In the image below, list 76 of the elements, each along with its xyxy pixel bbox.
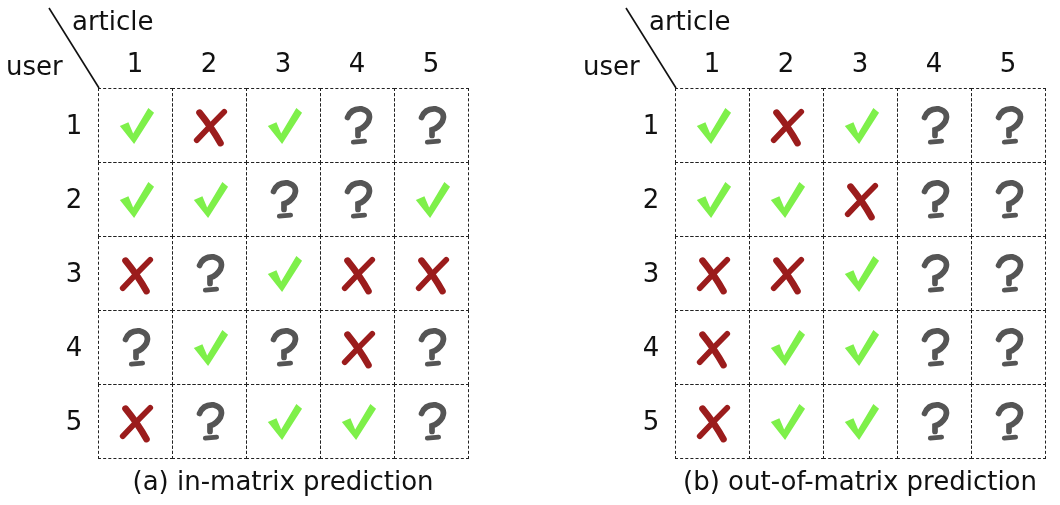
row-number: 2 [65, 186, 83, 212]
table-cell [246, 310, 321, 385]
column-number: 2 [777, 50, 795, 76]
column-number: 1 [703, 50, 721, 76]
panel-caption: (a) in-matrix prediction [132, 468, 434, 494]
table-cell [749, 310, 824, 385]
row-number: 3 [65, 260, 83, 286]
axis-title: user [583, 53, 640, 79]
table-cell [172, 310, 247, 385]
table-cell [971, 88, 1046, 163]
row-number: 5 [65, 408, 83, 434]
table-cell [749, 236, 824, 311]
column-number: 5 [422, 50, 440, 76]
column-number: 4 [348, 50, 366, 76]
table-cell [246, 162, 321, 237]
table-cell [897, 384, 972, 459]
table-cell [320, 236, 395, 311]
table-cell [98, 384, 173, 459]
table-cell [823, 162, 898, 237]
table-cell [675, 88, 750, 163]
table-cell [320, 310, 395, 385]
column-number: 2 [200, 50, 218, 76]
table-cell [172, 384, 247, 459]
row-number: 4 [65, 334, 83, 360]
table-cell [394, 236, 469, 311]
table-cell [971, 310, 1046, 385]
table-cell [320, 384, 395, 459]
table-cell [98, 310, 173, 385]
table-cell [98, 236, 173, 311]
table-cell [394, 88, 469, 163]
table-cell [394, 310, 469, 385]
table-cell [172, 236, 247, 311]
table-cell [823, 88, 898, 163]
table-cell [172, 88, 247, 163]
row-number: 4 [642, 334, 660, 360]
table-cell [394, 384, 469, 459]
table-cell [246, 236, 321, 311]
table-cell [823, 236, 898, 311]
column-number: 3 [274, 50, 292, 76]
table-cell [897, 88, 972, 163]
table-cell [823, 384, 898, 459]
column-number: 5 [999, 50, 1017, 76]
table-cell [897, 162, 972, 237]
table-cell [749, 162, 824, 237]
table-cell [98, 88, 173, 163]
row-number: 1 [65, 112, 83, 138]
table-cell [971, 236, 1046, 311]
table-cell [98, 162, 173, 237]
axis-title: article [649, 8, 731, 34]
row-number: 5 [642, 408, 660, 434]
axis-title: user [6, 53, 63, 79]
axis-title: article [72, 8, 154, 34]
column-number: 1 [126, 50, 144, 76]
table-cell [246, 384, 321, 459]
row-number: 3 [642, 260, 660, 286]
row-number: 1 [642, 112, 660, 138]
table-cell [320, 162, 395, 237]
table-cell [971, 384, 1046, 459]
table-cell [320, 88, 395, 163]
column-number: 3 [851, 50, 869, 76]
table-cell [897, 236, 972, 311]
table-cell [675, 162, 750, 237]
table-cell [897, 310, 972, 385]
table-cell [675, 384, 750, 459]
table-cell [749, 384, 824, 459]
row-number: 2 [642, 186, 660, 212]
table-cell [971, 162, 1046, 237]
table-cell [749, 88, 824, 163]
table-cell [172, 162, 247, 237]
table-cell [675, 310, 750, 385]
column-number: 4 [925, 50, 943, 76]
table-cell [675, 236, 750, 311]
table-cell [394, 162, 469, 237]
panel-caption: (b) out-of-matrix prediction [683, 468, 1037, 494]
table-cell [246, 88, 321, 163]
table-cell [823, 310, 898, 385]
